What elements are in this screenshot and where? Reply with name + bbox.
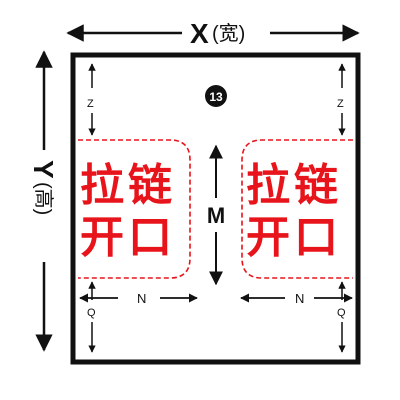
z-dimension-right: Z <box>337 63 346 136</box>
zipper-panel-left-border <box>78 139 191 279</box>
height-dimension: Y (高) <box>28 50 59 352</box>
zipper-left-line2: 开口 <box>80 212 176 263</box>
width-dimension: X (宽) <box>66 18 360 49</box>
n-right-label: N <box>295 291 304 306</box>
q-dimension-left: Q <box>87 281 96 353</box>
n-dimension-left: N <box>79 291 198 306</box>
m-dimension: M <box>207 144 225 286</box>
zipper-right-line2: 开口 <box>246 212 342 263</box>
zipper-panel-right-border <box>241 139 353 279</box>
height-letter: Y <box>28 160 59 179</box>
q-dimension-right: Q <box>337 281 346 353</box>
m-label: M <box>207 203 225 228</box>
z-right-label: Z <box>337 98 344 110</box>
badge: 13 <box>205 85 227 107</box>
badge-number: 13 <box>209 90 223 104</box>
n-dimension-right: N <box>240 291 353 306</box>
badge-circle <box>205 85 227 107</box>
z-left-label: Z <box>87 98 94 110</box>
q-right-label: Q <box>337 307 346 319</box>
zipper-panel-right: 拉链 开口 <box>241 139 353 279</box>
width-note: (宽) <box>212 22 245 45</box>
z-dimension-left: Z <box>87 63 96 136</box>
q-left-label: Q <box>87 307 96 319</box>
zipper-left-line1: 拉链 <box>80 160 176 211</box>
height-note: (高) <box>32 182 55 215</box>
zipper-right-line1: 拉链 <box>246 160 342 211</box>
n-left-label: N <box>137 291 146 306</box>
width-letter: X <box>190 18 209 49</box>
zipper-panel-left: 拉链 开口 <box>78 139 191 279</box>
